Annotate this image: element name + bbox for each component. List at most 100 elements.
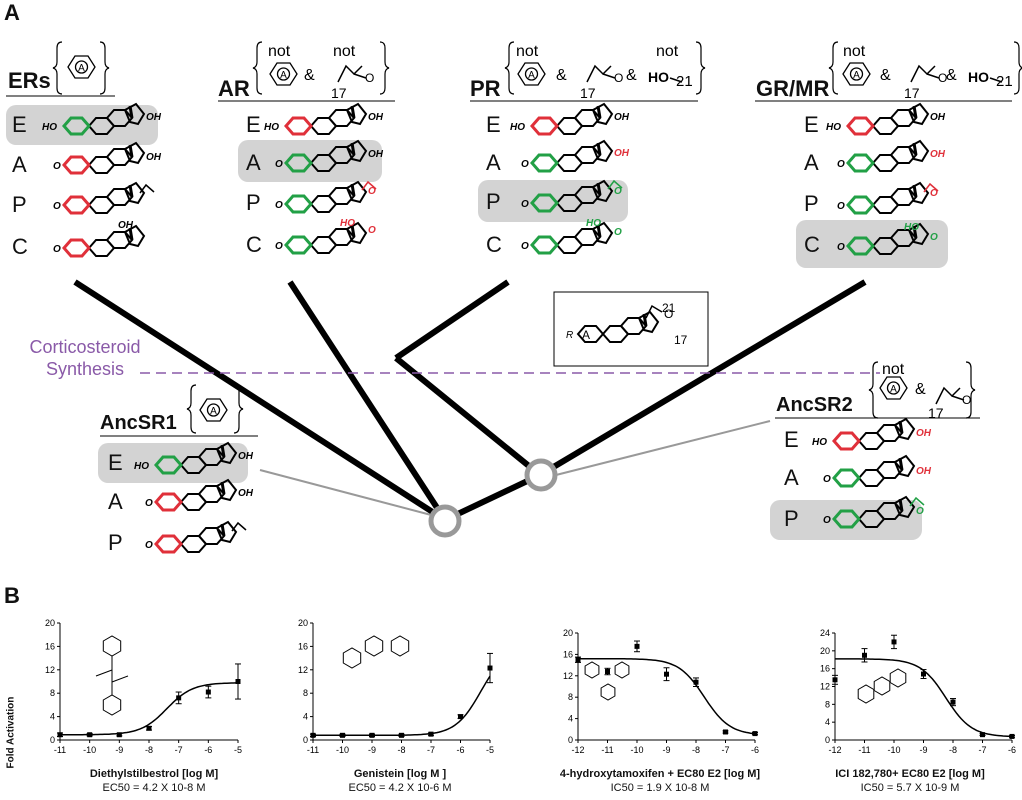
receptor-header-ar: AR [218,76,250,101]
svg-text:O: O [521,159,529,170]
svg-text:HO: HO [510,122,525,133]
y-tick-label: 12 [298,665,308,675]
x-tick-label: -7 [721,745,729,755]
amp-label: & [556,67,567,84]
panel-a-figure: A A A A A A not not not not not not & & … [6,41,1022,554]
svg-text:O: O [368,186,376,197]
not-label: not [843,43,866,60]
data-point [605,669,610,675]
des-bond [111,675,129,683]
y-tick-label: 4 [825,717,830,727]
y-tick-label: 16 [298,641,308,651]
row-label: C [486,232,502,257]
y-tick-label: 20 [45,618,55,628]
panel-a-label: A [4,0,20,25]
tamoxifen-ring-icon [614,661,630,679]
svg-text:OH: OH [146,112,162,123]
highlight-box [770,500,922,540]
synthesis-label-line2: Synthesis [45,359,125,379]
chart2-xlabel: Genistein [log M ] [353,768,447,780]
x-tick-label: -11 [601,745,613,755]
svg-text:OH: OH [916,428,932,439]
data-point [891,639,897,645]
receptor-header-ers: ERs [8,68,51,93]
y-tick-label: 24 [820,628,830,638]
x-tick-label: -6 [1008,745,1016,755]
svg-text:HO: HO [340,218,355,229]
row-label: A [486,150,501,175]
not-label: not [268,43,291,60]
x-tick-label: -6 [751,745,759,755]
amp-label: & [880,67,891,84]
row-label: E [12,112,27,137]
highlight-box [98,443,248,483]
svg-text:O: O [275,241,283,252]
x-tick-label: -11 [54,745,66,755]
svg-text:O: O [938,71,947,85]
ici-ring-icon [873,676,891,696]
x-tick-label: -10 [887,745,900,755]
data-point [752,731,758,737]
c21-label: 21 [676,73,693,90]
x-tick-label: -8 [692,745,700,755]
y-tick-label: 4 [303,712,308,722]
svg-text:HO: HO [586,218,601,229]
data-point [921,671,926,677]
des-ring-icon [102,635,122,657]
not-label: not [882,361,905,378]
row-label: A [804,150,819,175]
row-label: P [784,506,799,531]
ici-ring-icon [889,668,907,688]
data-point [458,714,463,720]
svg-text:O: O [916,506,924,517]
x-tick-label: -11 [858,745,870,755]
row-label: P [108,530,123,555]
svg-text:HO: HO [812,437,827,448]
fit-curve [578,657,756,735]
chart4-ic50: IC50 = 5.7 X 10-9 M [860,782,960,794]
data-point [116,732,122,738]
svg-text:O: O [275,159,283,170]
svg-text:O: O [521,199,529,210]
row-label: A [108,489,123,514]
row-label: E [108,450,123,475]
svg-text:O: O [614,227,622,238]
y-tick-label: 20 [563,628,573,638]
ici-ring-icon [857,684,875,704]
svg-text:O: O [53,161,61,172]
svg-text:O: O [53,244,61,255]
svg-text:OH: OH [614,148,630,159]
ancsr2-node-icon [524,458,558,492]
svg-text:O: O [145,540,153,551]
svg-text:O: O [837,242,845,253]
ring-letter: A [78,63,85,74]
y-tick-label: 20 [820,646,830,656]
des-ring-icon [102,694,122,716]
x-tick-label: -9 [919,745,927,755]
svg-text:O: O [368,225,376,236]
svg-text:HO: HO [42,122,57,133]
acetyl-group-icon [337,64,965,405]
tamoxifen-ring-icon [600,683,616,701]
ring-letter: A [853,70,860,81]
row-label: P [804,191,819,216]
row-label: A [246,150,261,175]
svg-text:O: O [275,200,283,211]
data-point [428,731,434,737]
x-tick-label: -8 [949,745,957,755]
row-label: C [246,232,262,257]
template-molecule-box [553,291,709,367]
ring-letter: A [890,384,897,395]
data-point [87,732,93,738]
ancestor-header-ancsr1: AncSR1 [100,412,177,434]
highlight-box [6,105,158,145]
row-label: A [12,152,27,177]
data-point [399,732,404,738]
y-tick-label: 12 [820,682,830,692]
data-point [575,657,581,663]
not-label: not [516,43,539,60]
data-point [950,699,956,705]
not-label: not [656,43,679,60]
data-point [369,732,375,738]
data-point [57,732,63,738]
